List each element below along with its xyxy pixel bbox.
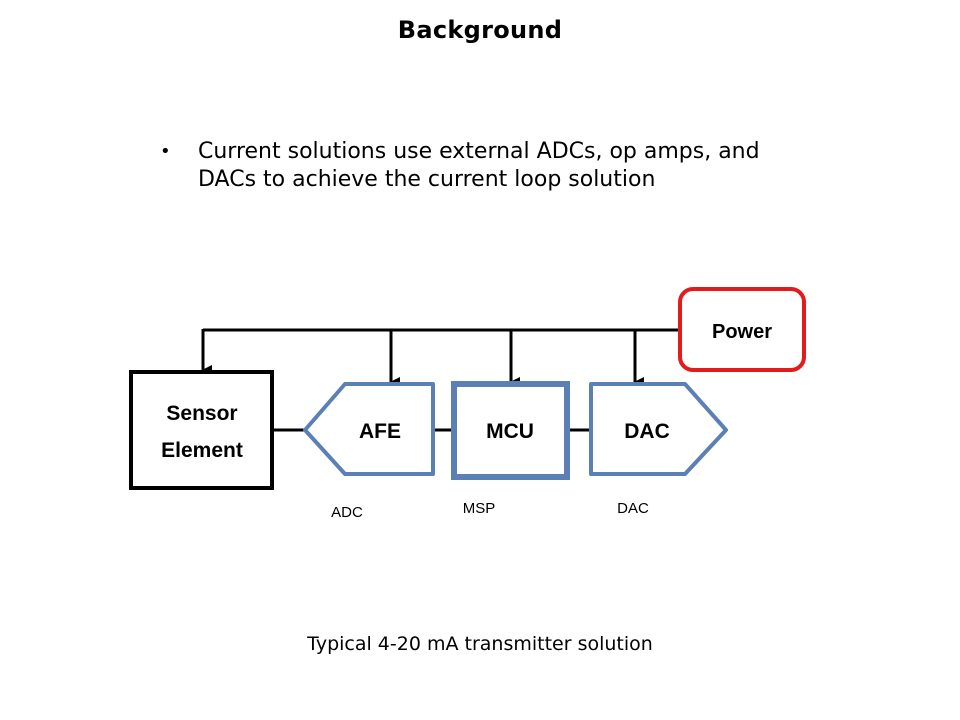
dac-sublabel: DAC: [617, 500, 649, 517]
diagram-caption: Typical 4-20 mA transmitter solution: [307, 633, 653, 655]
power-block: [678, 287, 806, 372]
slide-title: Background: [397, 16, 563, 44]
dac-block: [589, 382, 728, 476]
power-label: Power: [712, 321, 772, 343]
bullet-text: Current solutions use external ADCs, op …: [198, 139, 760, 192]
mcu-label: MCU: [486, 420, 534, 443]
mcu-block: [451, 381, 570, 480]
dac-label: DAC: [624, 420, 670, 443]
adc-sublabel: ADC: [331, 504, 363, 521]
bullet-marker: •: [160, 141, 171, 162]
sensor-label-line2: Element: [161, 439, 243, 462]
msp-sublabel: MSP: [463, 500, 496, 517]
afe-block: [303, 382, 435, 476]
sensor-label-line1: Sensor: [166, 402, 237, 425]
sensor-element-block: [129, 370, 274, 490]
afe-label: AFE: [359, 420, 401, 443]
